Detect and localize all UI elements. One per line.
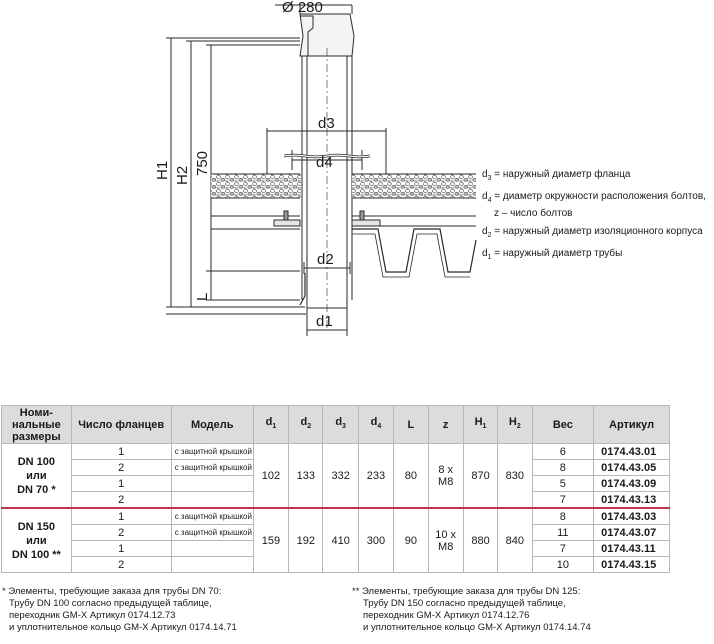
h2-cell: 840 <box>497 507 533 573</box>
article-cell: 0174.43.01 <box>593 443 670 460</box>
header-l: L <box>393 405 429 444</box>
h1-cell: 880 <box>462 507 499 573</box>
d1-cell: 102 <box>252 443 290 509</box>
drawing-lines <box>166 4 477 336</box>
d2-cell: 192 <box>288 507 324 573</box>
flanges-cell: 1 <box>70 540 172 557</box>
weight-cell: 10 <box>531 556 595 573</box>
model-cell: с защитной крышкой <box>170 524 254 541</box>
flanges-cell: 1 <box>70 443 172 460</box>
header-d2: d2 <box>288 405 324 444</box>
model-cell <box>170 475 254 492</box>
model-cell: с защитной крышкой <box>170 443 254 460</box>
table-row: 2 с защитной крышкой 8 0174.43.05 <box>2 459 670 476</box>
article-cell: 0174.43.11 <box>593 540 670 557</box>
header-d3: d3 <box>322 405 359 444</box>
article-cell: 0174.43.13 <box>593 491 670 509</box>
header-h1: H1 <box>462 405 499 444</box>
legend-row: d2 = наружный диаметр изоляционного корп… <box>482 226 703 239</box>
spec-table: Номи-нальные размеры Число фланцев Модел… <box>1 405 670 573</box>
h2-label: H2 <box>174 166 191 185</box>
table-row: 2 7 0174.43.13 <box>2 491 670 509</box>
d3-cell: 410 <box>322 507 359 573</box>
header-z: z <box>427 405 464 444</box>
d3-cell: 332 <box>322 443 359 509</box>
dimension-legend: d3 = наружный диаметр фланца d4 = диамет… <box>482 168 706 269</box>
drawing-labels: Ø 280 H1 H2 750 L d3 d4 d2 d1 <box>154 0 335 330</box>
h2-cell: 830 <box>497 443 533 509</box>
article-cell: 0174.43.03 <box>593 507 670 525</box>
model-cell: с защитной крышкой <box>170 459 254 476</box>
l-cell: 90 <box>393 507 429 573</box>
header-d1: d1 <box>252 405 290 444</box>
legend-row: d1 = наружный диаметр трубы <box>482 248 623 261</box>
model-cell <box>170 540 254 557</box>
d4-cell: 300 <box>357 507 395 573</box>
height-750-label: 750 <box>194 151 211 176</box>
model-cell <box>170 491 254 509</box>
header-weight: Вес <box>531 405 595 444</box>
diameter-280-label: Ø 280 <box>282 0 323 16</box>
weight-cell: 8 <box>531 459 595 476</box>
d4-label: d4 <box>316 154 333 171</box>
flanges-cell: 1 <box>70 507 172 525</box>
table-row: 1 5 0174.43.09 <box>2 475 670 492</box>
weight-cell: 7 <box>531 491 595 509</box>
weight-cell: 5 <box>531 475 595 492</box>
footnote-dn70: * Элементы, требующие заказа для трубы D… <box>2 586 237 633</box>
article-cell: 0174.43.09 <box>593 475 670 492</box>
flanges-cell: 2 <box>70 556 172 573</box>
technical-drawing: Ø 280 H1 H2 750 L d3 d4 d2 d1 <box>154 0 477 336</box>
footnote-dn125: ** Элементы, требующие заказа для трубы … <box>352 586 591 633</box>
table-row: 2 10 0174.43.15 <box>2 556 670 573</box>
header-size: Номи-нальные размеры <box>1 405 72 444</box>
d1-cell: 159 <box>252 507 290 573</box>
d2-cell: 133 <box>288 443 324 509</box>
legend-row: d4 = диаметр окружности расположения бол… <box>482 191 706 219</box>
weight-cell: 11 <box>531 524 595 541</box>
d2-label: d2 <box>317 251 334 268</box>
table-header-row: Номи-нальные размеры Число фланцев Модел… <box>1 405 670 444</box>
weight-cell: 6 <box>531 443 595 460</box>
weight-cell: 8 <box>531 507 595 525</box>
header-h2: H2 <box>497 405 533 444</box>
header-article: Артикул <box>593 405 670 444</box>
header-flanges: Число фланцев <box>70 405 172 444</box>
article-cell: 0174.43.15 <box>593 556 670 573</box>
l-label: L <box>194 293 211 301</box>
article-cell: 0174.43.07 <box>593 524 670 541</box>
model-cell <box>170 556 254 573</box>
header-model: Модель <box>170 405 254 444</box>
d4-cell: 233 <box>357 443 395 509</box>
header-d4: d4 <box>357 405 395 444</box>
model-cell: с защитной крышкой <box>170 507 254 525</box>
legend-row: d3 = наружный диаметр фланца <box>482 169 631 182</box>
flanges-cell: 2 <box>70 524 172 541</box>
flanges-cell: 2 <box>70 491 172 509</box>
d3-label: d3 <box>318 115 335 132</box>
flanges-cell: 2 <box>70 459 172 476</box>
weight-cell: 7 <box>531 540 595 557</box>
h1-label: H1 <box>154 161 171 180</box>
d1-label: d1 <box>316 313 333 330</box>
h1-cell: 870 <box>462 443 499 509</box>
l-cell: 80 <box>393 443 429 509</box>
article-cell: 0174.43.05 <box>593 459 670 476</box>
flanges-cell: 1 <box>70 475 172 492</box>
